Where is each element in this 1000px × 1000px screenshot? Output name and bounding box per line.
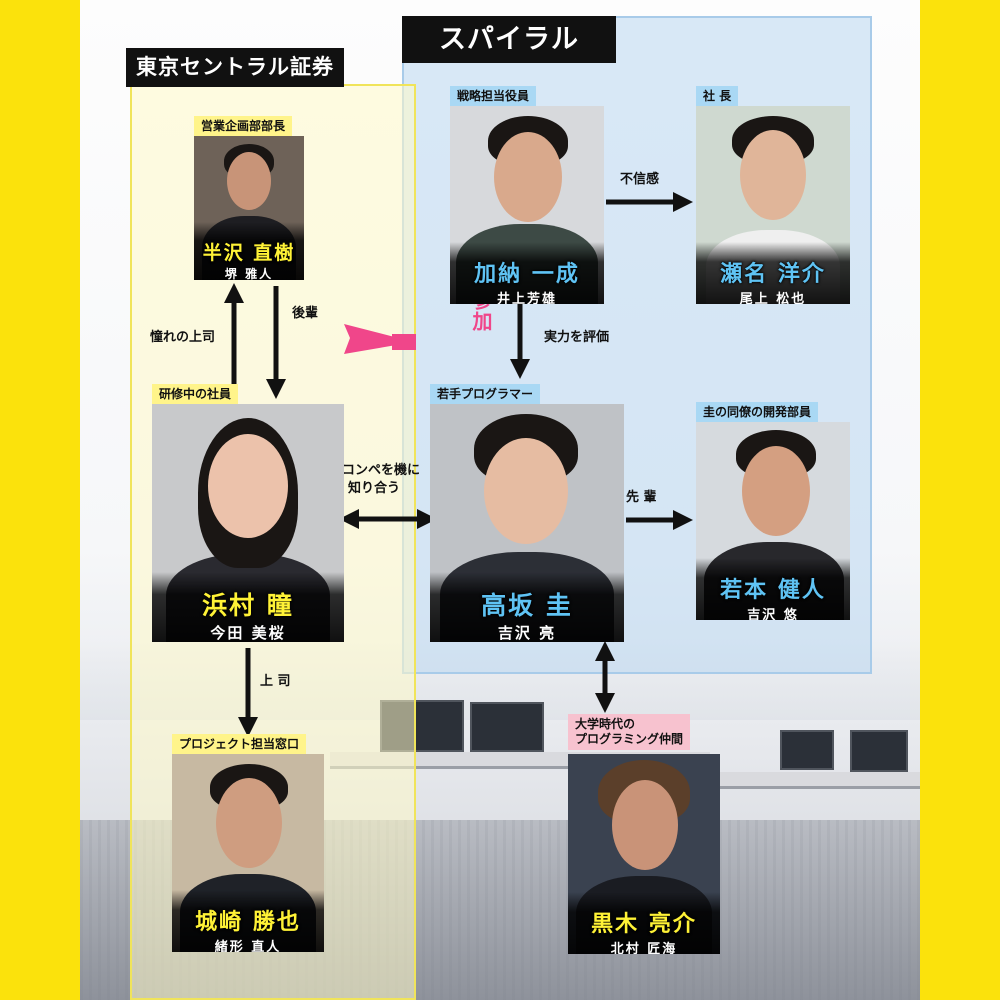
office-monitor [850,730,908,772]
role-label: プロジェクト担当窓口 [172,734,307,754]
photo-kano: 加納 一成 井上芳雄 [450,106,604,304]
character-name: 半沢 直樹 [202,242,296,264]
actor-name: 尾上 松也 [739,292,807,304]
office-monitor [780,730,834,770]
label-evaluates: 実力を評価 [544,330,610,345]
arrow-compe-join-tail [392,334,416,350]
label-senior: 先 輩 [626,490,657,505]
card-kuroki: 大学時代の プログラミング仲間 黒木 亮介 北村 匠海 [568,714,720,954]
card-shirosaki: プロジェクト担当窓口 城崎 勝也 緒形 直人 [172,734,324,952]
actor-name: 緒形 直人 [214,940,282,952]
spiral-title: スパイラル [402,16,616,63]
role-label: 研修中の社員 [152,384,239,404]
role-label: 大学時代の プログラミング仲間 [568,714,691,750]
office-desk [720,772,920,789]
card-hanzawa: 営業企画部部長 半沢 直樹 堺 雅人 [194,116,304,280]
role-label: 戦略担当役員 [450,86,537,106]
label-boss: 上 司 [260,674,291,689]
role-label: 圭の同僚の開発部員 [696,402,819,422]
photo-hanzawa: 半沢 直樹 堺 雅人 [194,136,304,280]
photo-kuroki: 黒木 亮介 北村 匠海 [568,754,720,954]
role-label: 社 長 [696,86,739,106]
role-label: 営業企画部部長 [194,116,293,136]
character-name: 黒木 亮介 [591,912,697,937]
card-wakamoto: 圭の同僚の開発部員 若本 健人 吉沢 悠 [696,402,850,620]
photo-sena: 瀬名 洋介 尾上 松也 [696,106,850,304]
card-takasaka: 若手プログラマー 高坂 圭 吉沢 亮 [430,384,624,642]
actor-name: 吉沢 悠 [747,608,799,620]
character-name: 城崎 勝也 [195,910,301,935]
actor-name: 今田 美桜 [210,624,286,642]
photo-shirosaki: 城崎 勝也 緒形 直人 [172,754,324,952]
character-name: 高坂 圭 [481,591,573,620]
arrow-compe-join [344,324,414,354]
card-hamamura: 研修中の社員 浜村 瞳 今田 美桜 [152,384,344,642]
photo-wakamoto: 若本 健人 吉沢 悠 [696,422,850,620]
actor-name: 堺 雅人 [224,267,274,280]
office-monitor [470,702,544,752]
character-name: 浜村 瞳 [202,591,294,620]
actor-name: 吉沢 亮 [497,624,557,642]
character-name: 加納 一成 [474,262,580,287]
label-met: コンペを機に 知り合う [342,462,420,498]
card-sena: 社 長 瀬名 洋介 尾上 松也 [696,86,850,304]
role-label-line1: 大学時代の [575,717,636,731]
photo-takasaka: 高坂 圭 吉沢 亮 [430,404,624,642]
role-label-line2: プログラミング仲間 [575,732,684,746]
character-name: 瀬名 洋介 [720,262,826,287]
label-junior: 後輩 [292,306,319,321]
actor-name: 井上芳雄 [496,292,557,304]
role-label: 若手プログラマー [430,384,541,404]
label-met-line1: コンペを機に [342,463,421,478]
character-name: 若本 健人 [720,578,826,603]
label-admired-boss: 憧れの上司 [150,330,216,345]
relation-arrows [224,192,693,737]
label-distrust: 不信感 [620,172,660,187]
tokyo-central-title: 東京セントラル証券 [126,48,344,87]
diagram-stage: 東京セントラル証券 スパイラル 不信感 実力を評価 憧れの上司 後輩 コンペを機… [80,0,920,1000]
photo-hamamura: 浜村 瞳 今田 美桜 [152,404,344,642]
actor-name: 北村 匠海 [610,942,678,954]
label-met-line2: 知り合う [348,481,401,496]
card-kano: 戦略担当役員 加納 一成 井上芳雄 [450,86,604,304]
